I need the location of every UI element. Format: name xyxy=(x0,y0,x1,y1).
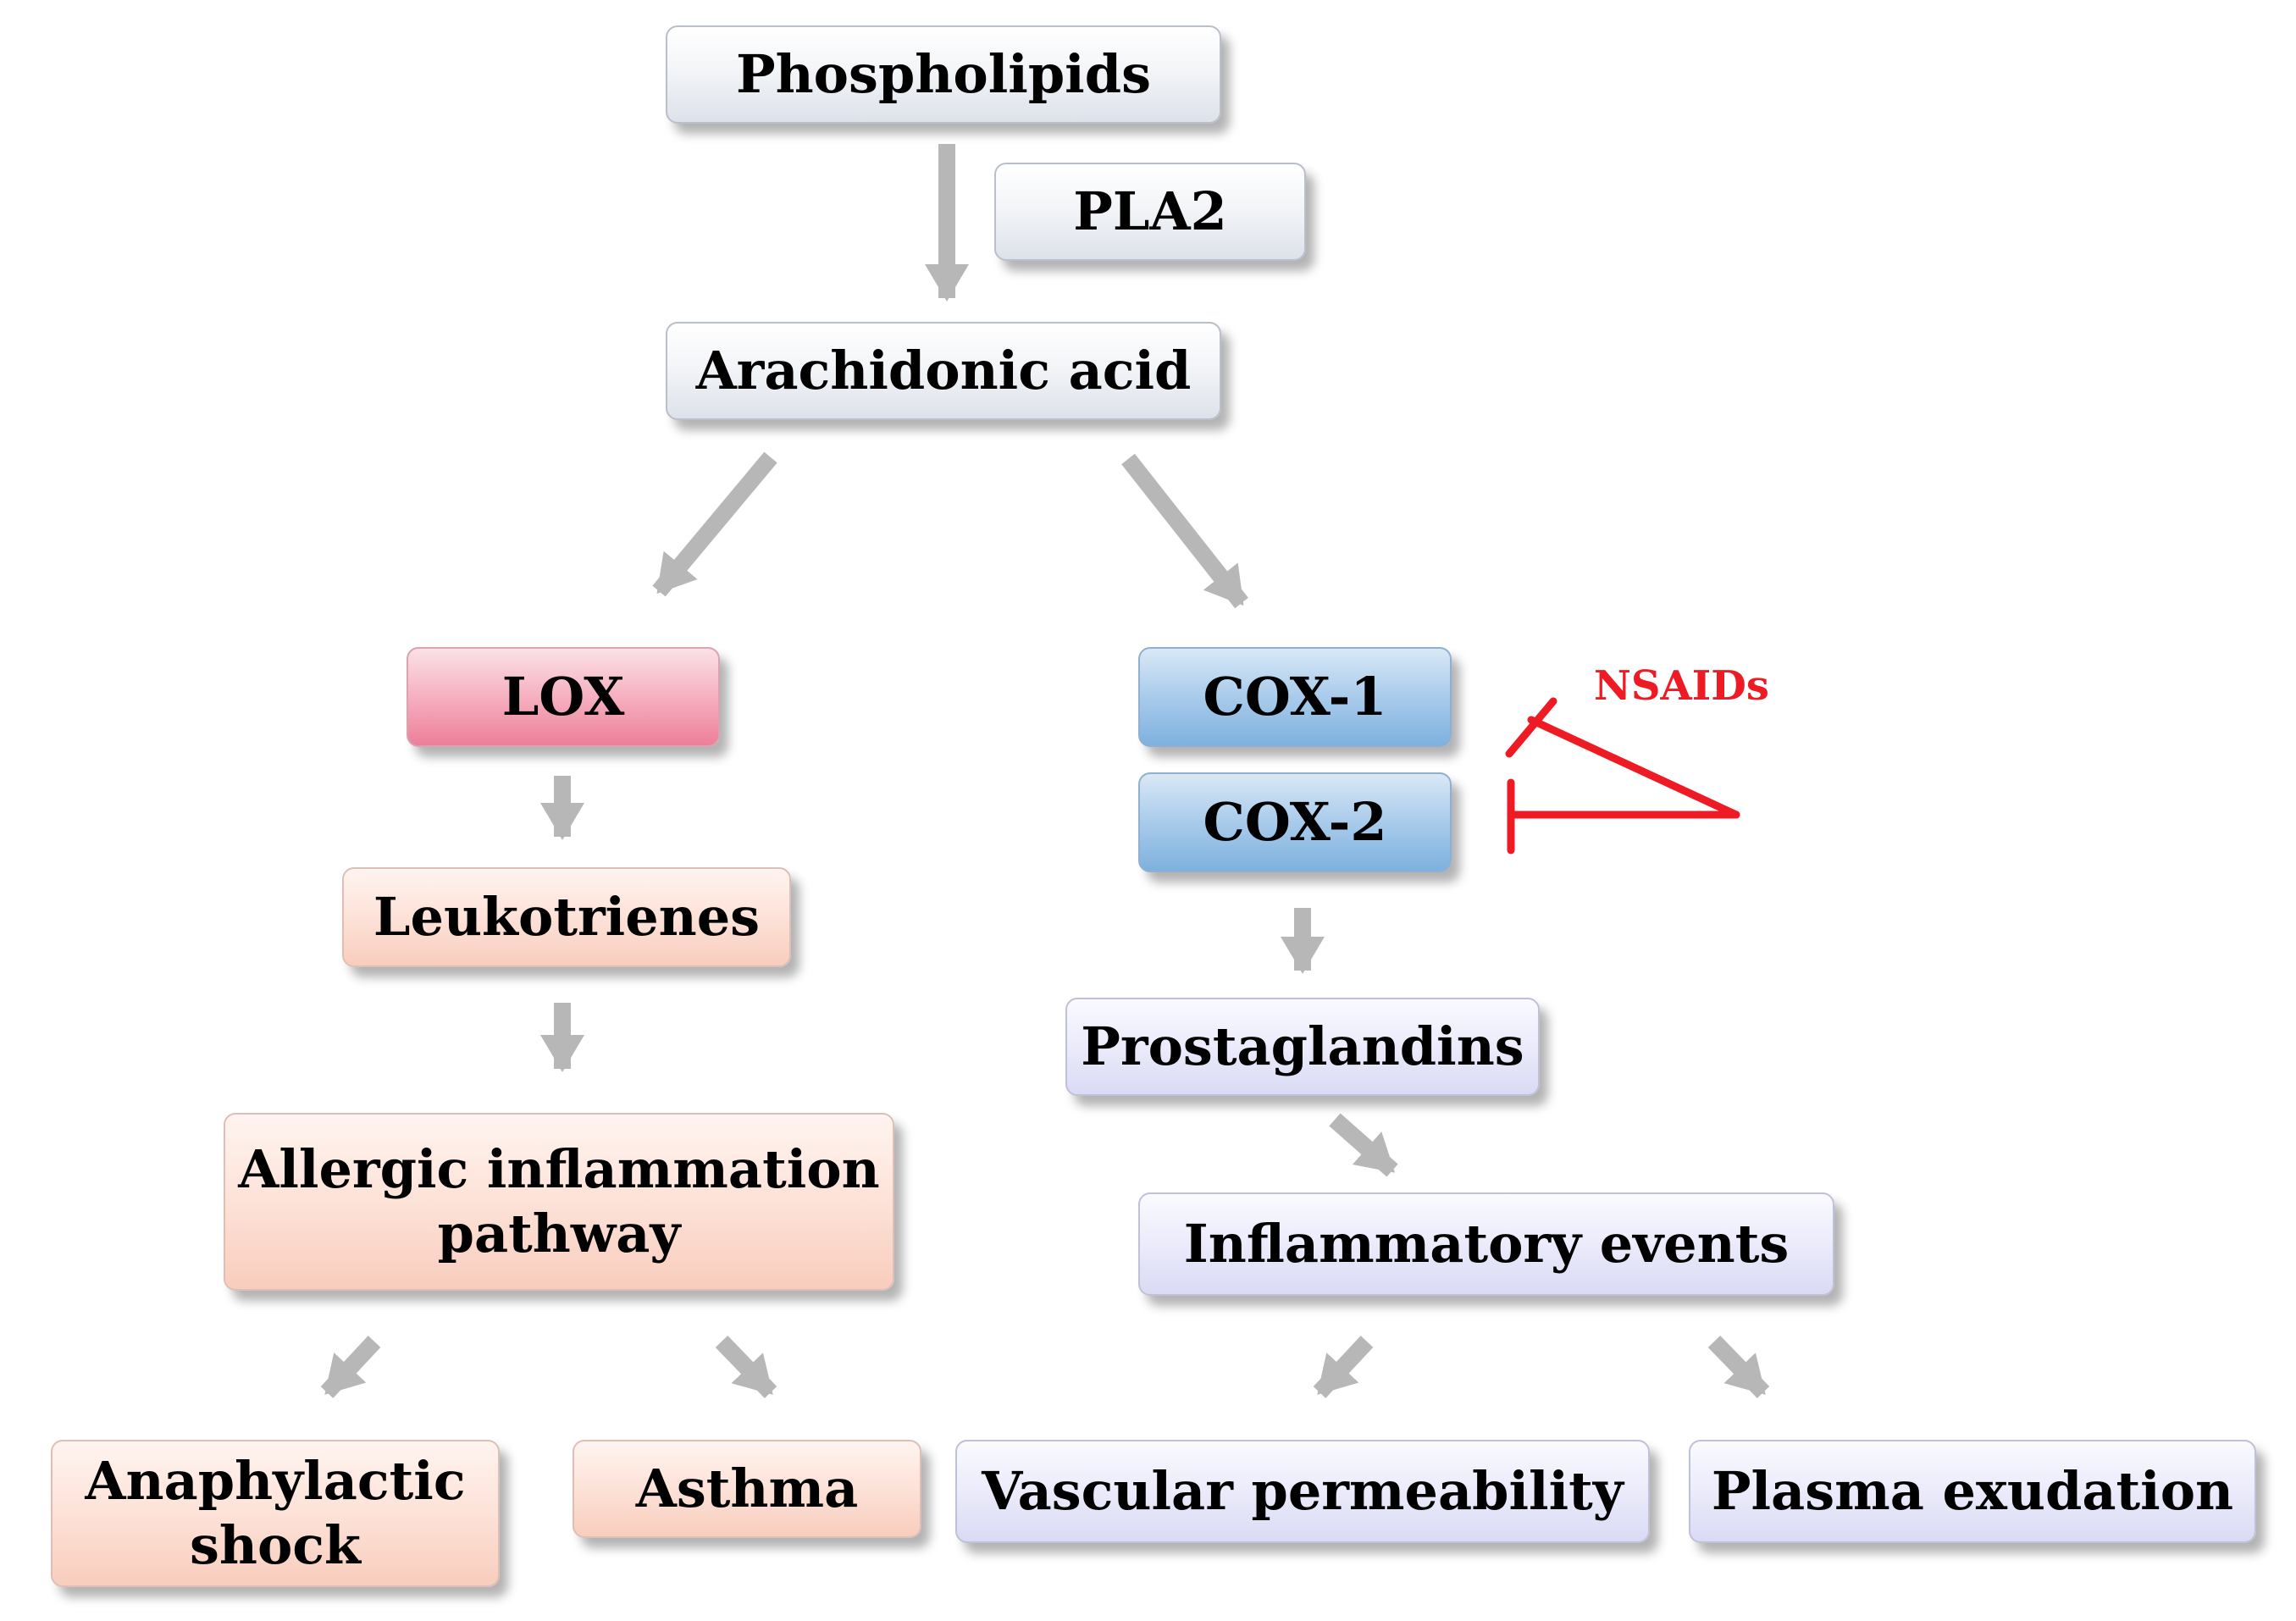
label-anaphylactic-line1: Anaphylactic xyxy=(85,1450,466,1513)
arrow-inflammatory-to-vascular xyxy=(1313,1336,1374,1398)
label-allergic-line1: Allergic inflammation xyxy=(238,1138,880,1201)
node-phospholipids: Phospholipids xyxy=(666,25,1221,124)
node-vascular-permeability: Vascular permeability xyxy=(955,1440,1650,1543)
label-phospholipids: Phospholipids xyxy=(735,43,1151,106)
node-arachidonic-acid: Arachidonic acid xyxy=(666,322,1221,420)
node-plasma-exudation: Plasma exudation xyxy=(1689,1440,2256,1543)
label-inflammatory-events: Inflammatory events xyxy=(1183,1213,1790,1275)
label-pla2: PLA2 xyxy=(1073,180,1227,243)
label-asthma: Asthma xyxy=(635,1458,859,1520)
nsaids-label: NSAIDs xyxy=(1594,662,1769,710)
arrow-arachidonic-to-cox xyxy=(1121,453,1248,609)
label-cox2: COX-2 xyxy=(1203,791,1387,854)
node-inflammatory-events: Inflammatory events xyxy=(1138,1192,1834,1296)
arrow-arachidonic-to-lox xyxy=(652,451,777,597)
node-asthma: Asthma xyxy=(573,1440,921,1538)
inhibit-line-cox1 xyxy=(1527,716,1740,819)
node-anaphylactic-shock: Anaphylactic shock xyxy=(51,1440,500,1587)
node-cox1: COX-1 xyxy=(1138,647,1452,747)
label-leukotrienes: Leukotrienes xyxy=(373,886,761,949)
arrow-prostaglandins-to-inflammatory xyxy=(1329,1113,1398,1177)
label-vascular-permeability: Vascular permeability xyxy=(982,1460,1624,1523)
node-cox2: COX-2 xyxy=(1138,772,1452,872)
node-pla2: PLA2 xyxy=(994,163,1306,261)
arrow-allergic-to-anaphylactic xyxy=(320,1336,381,1398)
node-leukotrienes: Leukotrienes xyxy=(342,867,791,967)
node-lox: LOX xyxy=(407,647,720,747)
label-allergic-line2: pathway xyxy=(437,1203,681,1264)
node-allergic-inflammation-pathway: Allergic inflammation pathway xyxy=(224,1113,894,1291)
arrow-allergic-to-asthma xyxy=(715,1336,777,1398)
arrow-inflammatory-to-plasma xyxy=(1707,1336,1770,1398)
label-lox: LOX xyxy=(501,666,625,728)
label-arachidonic-acid: Arachidonic acid xyxy=(695,340,1192,402)
inhibit-bar-cox1 xyxy=(1505,697,1557,758)
node-prostaglandins: Prostaglandins xyxy=(1065,998,1540,1096)
label-cox1: COX-1 xyxy=(1203,666,1387,728)
label-anaphylactic-line2: shock xyxy=(189,1514,362,1576)
nsaids-inhibition xyxy=(1505,697,1740,855)
label-prostaglandins: Prostaglandins xyxy=(1081,1015,1524,1078)
label-plasma-exudation: Plasma exudation xyxy=(1711,1460,2234,1523)
